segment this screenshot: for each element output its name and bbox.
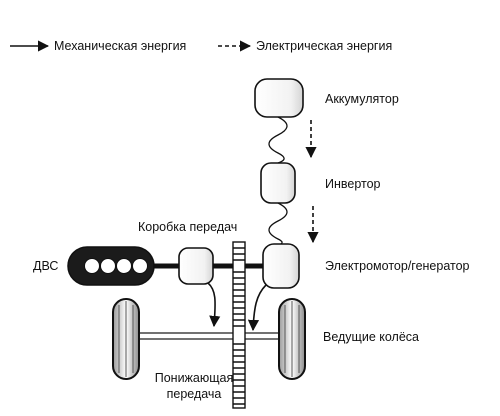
battery-block [254,78,304,118]
driving-wheels-label: Ведущие колёса [323,330,419,344]
legend-mechanical-label: Механическая энергия [54,39,187,53]
engine [67,246,155,286]
gearbox-block [178,247,214,285]
battery-inverter-cable [268,116,288,164]
motor-generator-block [262,243,300,289]
motor-to-wheels-mechanical-arrow [247,284,267,332]
inverter-block [260,162,296,204]
reduction-gear-label-line2: передача [166,387,222,401]
engine-cylinder [132,258,148,274]
motor-generator-label: Электромотор/генератор [325,259,470,273]
engine-label: ДВС [33,259,59,273]
reduction-gear [232,241,246,409]
engine-cylinder [100,258,116,274]
driving-wheels [112,298,306,380]
reduction-gear-label-line1: Понижающая [154,371,234,385]
legend-electrical-label: Электрическая энергия [256,39,393,53]
engine-cylinder [116,258,132,274]
inverter-label: Инвертор [325,177,381,191]
battery-label: Аккумулятор [325,92,399,106]
engine-cylinder [84,258,100,274]
gearbox-label: Коробка передач [138,220,238,234]
gearbox-to-wheels-mechanical-arrow [207,282,221,328]
inverter-motor-cable [268,202,288,245]
